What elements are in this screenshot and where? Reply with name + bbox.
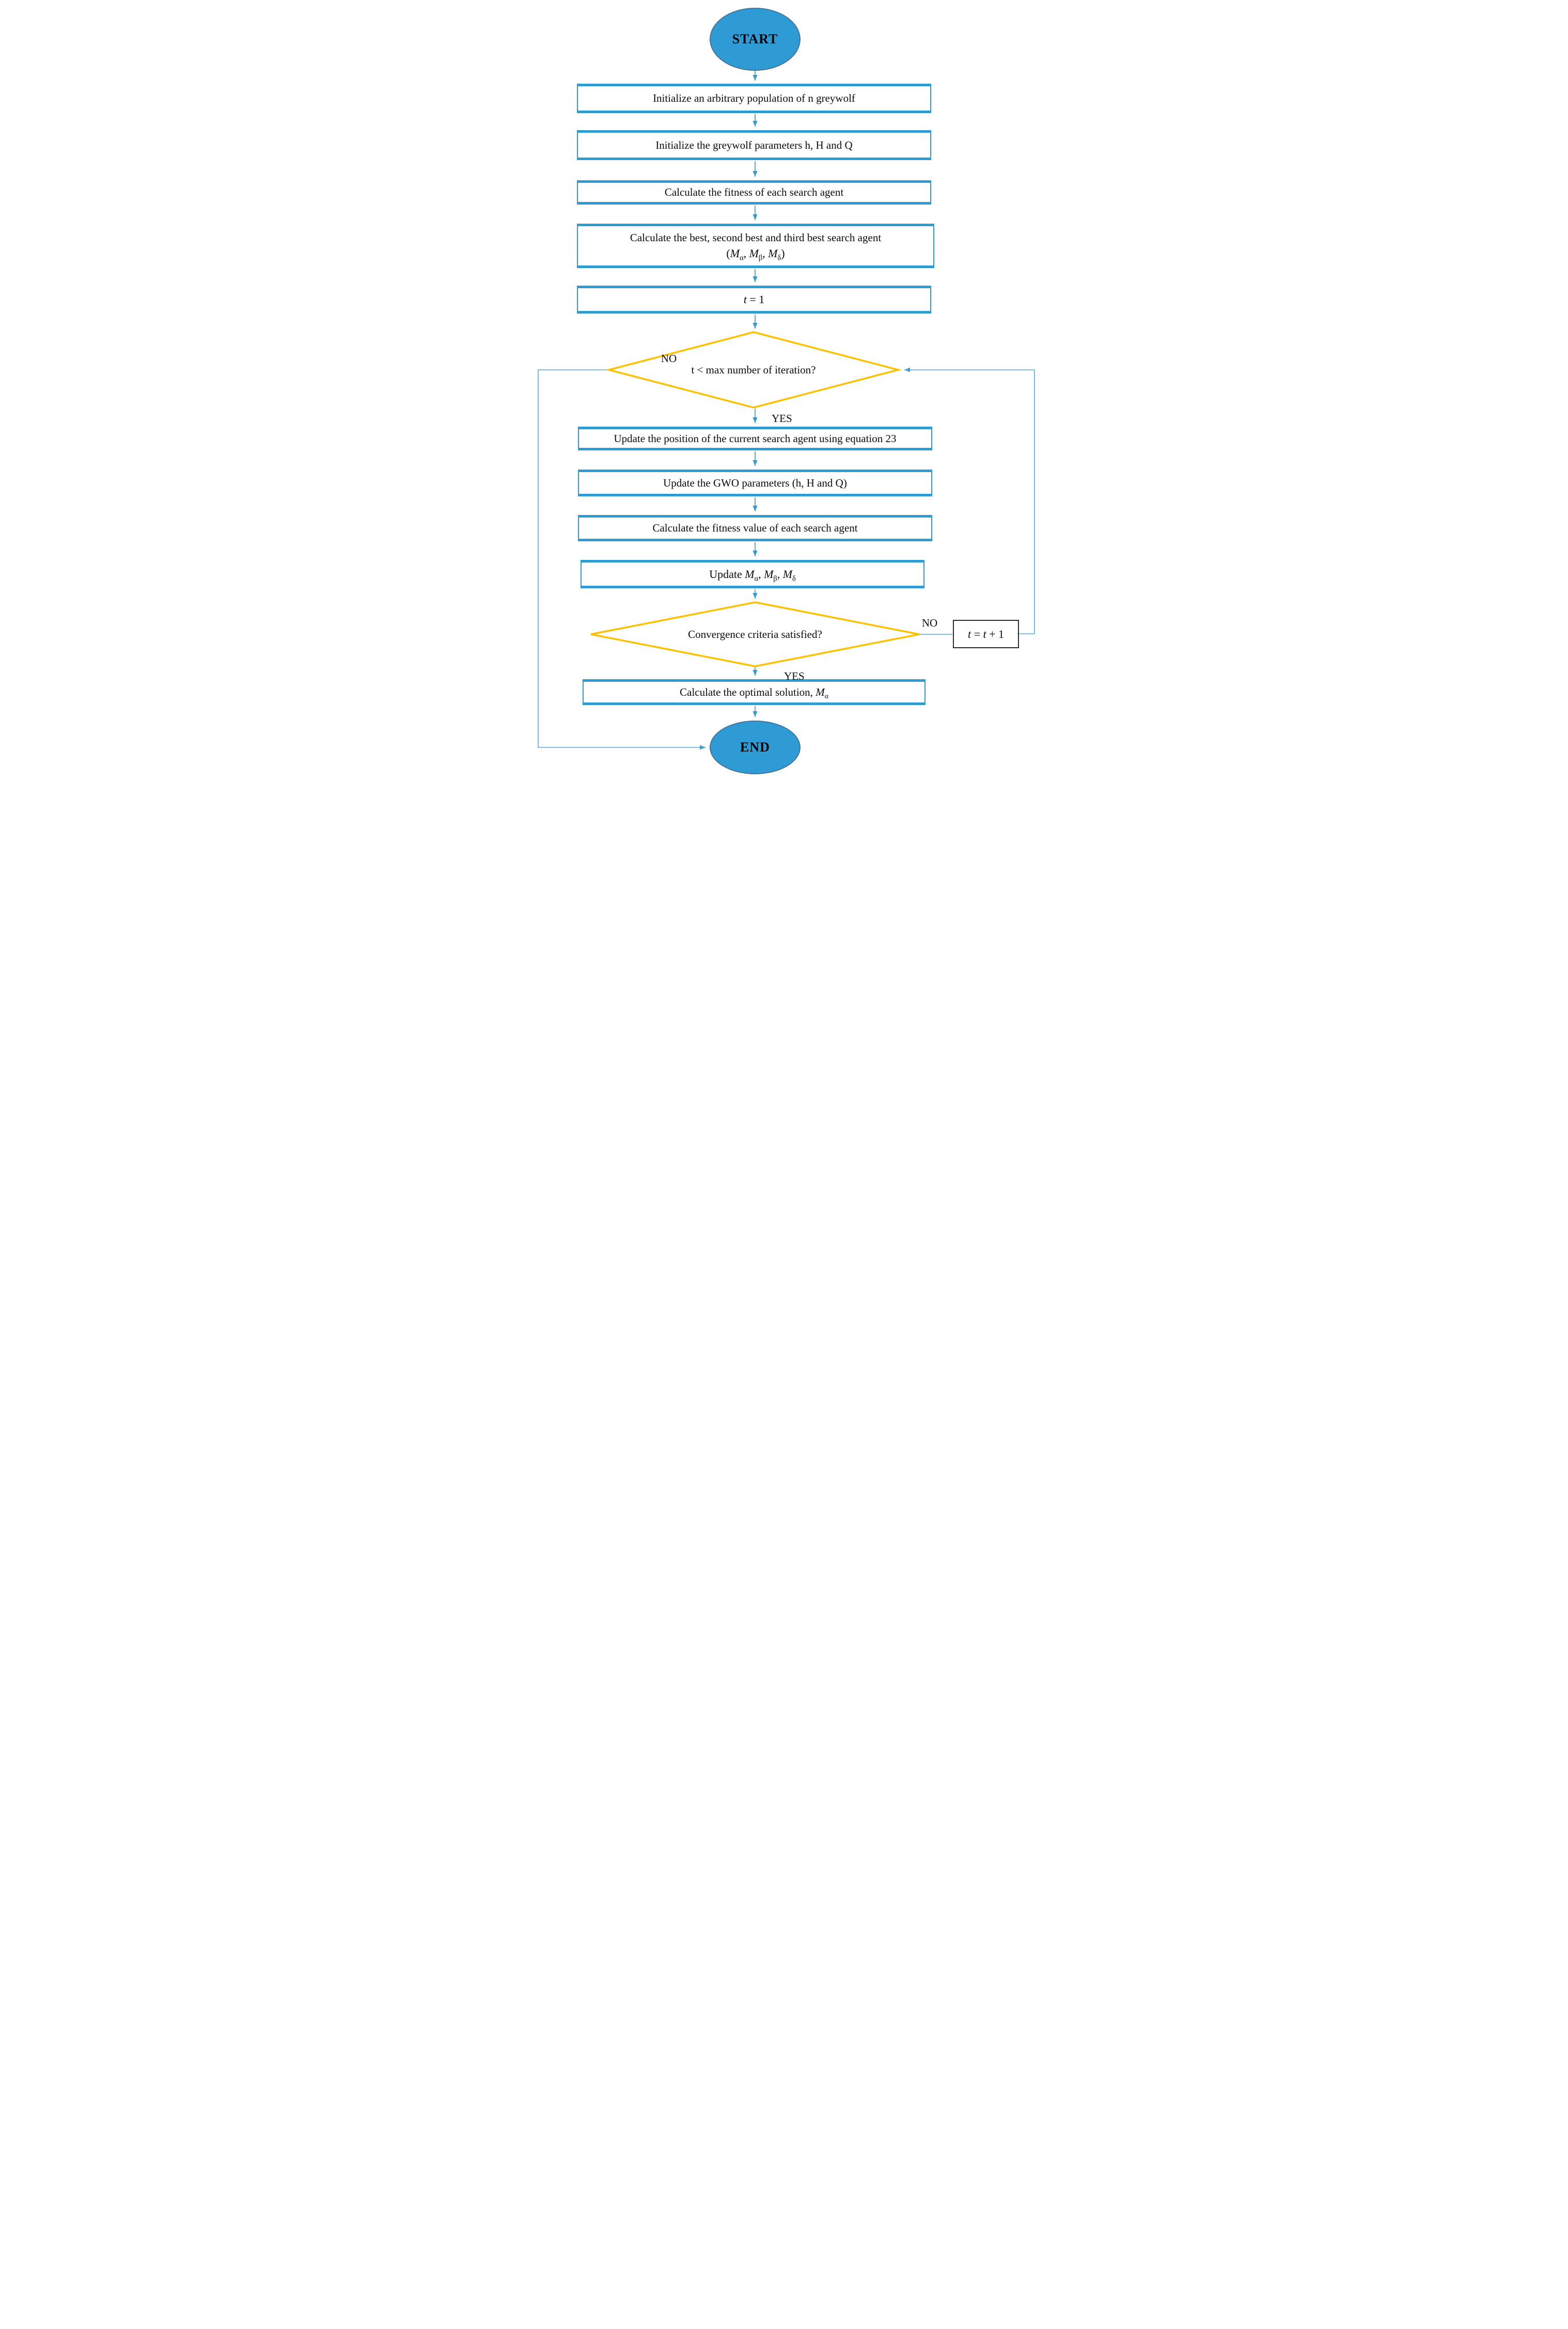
process-text: Update the GWO parameters (h, H and Q) xyxy=(663,476,847,489)
process-text: Initialize an arbitrary population of n … xyxy=(653,92,855,105)
process-box-update-position: Update the position of the current searc… xyxy=(578,427,932,450)
end-terminator: END xyxy=(710,721,801,774)
connector-increment-to-d1 xyxy=(904,367,1035,634)
decision-text-convergence: Convergence criteria satisfied? xyxy=(641,624,869,645)
decision-text-iteration: t < max number of iteration? xyxy=(640,359,867,380)
start-label: START xyxy=(732,32,778,46)
process-text-line1: Calculate the best, second best and thir… xyxy=(630,231,882,244)
process-text: Update Mα, Mβ, Mδ xyxy=(709,567,796,583)
process-box-init-parameters: Initialize the greywolf parameters h, H … xyxy=(577,130,931,160)
connector-layer xyxy=(538,71,1035,750)
label-yes-convergence: YES xyxy=(784,670,825,683)
end-label: END xyxy=(740,740,770,755)
process-box-t-equals-1: t = 1 xyxy=(577,286,931,314)
process-text: Update the position of the current searc… xyxy=(614,432,897,445)
decision-label: t < max number of iteration? xyxy=(691,363,816,376)
process-text: Calculate the fitness of each search age… xyxy=(664,186,844,199)
no-label: NO xyxy=(661,352,677,365)
start-terminator: START xyxy=(710,8,801,71)
yes-label: YES xyxy=(772,412,792,425)
process-text: t = 1 xyxy=(743,293,765,306)
process-box-update-gwo-parameters: Update the GWO parameters (h, H and Q) xyxy=(578,470,932,496)
process-box-init-population: Initialize an arbitrary population of n … xyxy=(577,84,931,113)
process-text: Initialize the greywolf parameters h, H … xyxy=(655,138,853,151)
process-box-optimal-solution: Calculate the optimal solution, Mα xyxy=(583,679,926,705)
label-no-convergence: NO xyxy=(911,617,948,630)
process-box-calc-fitness-value: Calculate the fitness value of each sear… xyxy=(578,515,932,541)
decision-diamond-convergence xyxy=(590,601,920,667)
process-text-line2: (Mα, Mβ, Mδ) xyxy=(726,247,785,262)
increment-box-t-plus-1: t = t + 1 xyxy=(953,620,1019,648)
process-text: Calculate the optimal solution, Mα xyxy=(680,685,828,700)
decision-label: Convergence criteria satisfied? xyxy=(688,628,822,640)
increment-text: t = t + 1 xyxy=(967,627,1005,640)
decision-diamond-iteration xyxy=(605,331,902,409)
label-no-iteration: NO xyxy=(646,352,692,365)
flowchart-canvas: START END Initialize an arbitrary popula… xyxy=(523,0,1045,776)
process-box-calc-fitness: Calculate the fitness of each search age… xyxy=(577,180,931,205)
no-label: NO xyxy=(921,617,938,629)
connector-d1-no-to-end xyxy=(538,369,705,750)
process-box-best-agents: Calculate the best, second best and thir… xyxy=(577,224,934,268)
process-text: Calculate the fitness value of each sear… xyxy=(652,522,858,535)
yes-label: YES xyxy=(784,670,805,682)
label-yes-iteration: YES xyxy=(772,412,813,425)
process-box-update-m: Update Mα, Mβ, Mδ xyxy=(581,560,924,588)
